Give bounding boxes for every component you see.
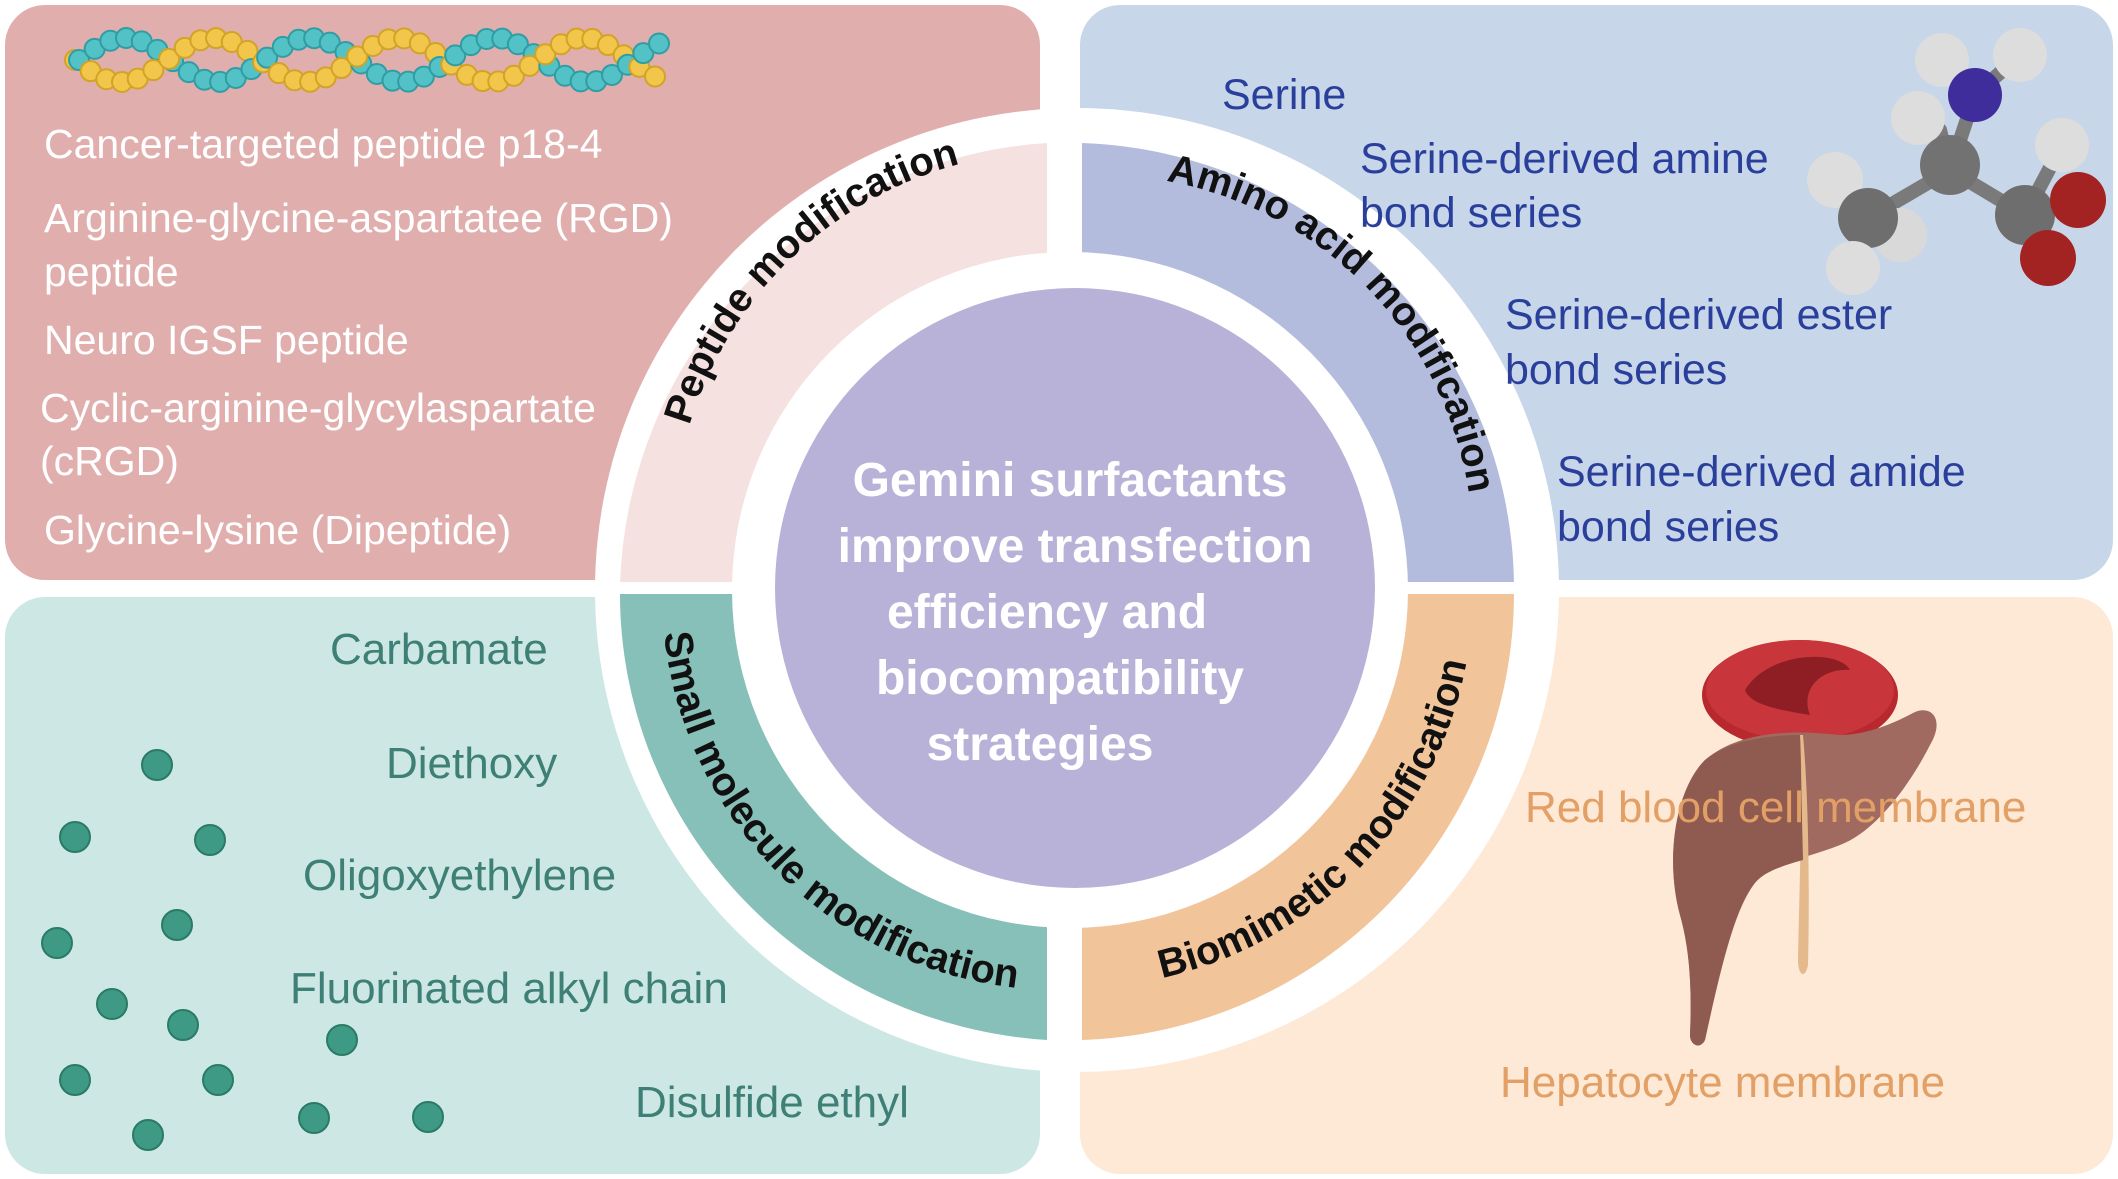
peptide-bead	[444, 44, 467, 67]
small-item-disulfide: Disulfide ethyl	[635, 1078, 909, 1127]
molecule-dot	[202, 1064, 234, 1096]
molecule-dot	[194, 824, 226, 856]
amino-item-serine: Serine	[1222, 71, 1347, 119]
molecule-dot	[167, 1009, 199, 1041]
molecule-dot	[141, 749, 173, 781]
peptide-item-4-cont: (cRGD)	[40, 438, 179, 484]
peptide-item-1: Cancer-targeted peptide p18-4	[44, 121, 603, 167]
center-circle	[775, 288, 1375, 888]
peptide-item-2: Arginine-glycine-aspartatee (RGD)	[44, 195, 673, 241]
small-molecule-dots-icon	[41, 749, 444, 1151]
molecule-dot	[412, 1101, 444, 1133]
bio-item-rbc: Red blood cell membrane	[1525, 783, 2027, 832]
molecule-dot	[132, 1119, 164, 1151]
peptide-bead	[408, 32, 431, 55]
molecule-dot	[161, 909, 193, 941]
peptide-bead	[502, 64, 525, 87]
peptide-bead	[412, 65, 435, 88]
peptide-bead	[648, 32, 670, 55]
peptide-bead	[256, 46, 279, 69]
center-line-5: strategies	[927, 718, 1154, 771]
amino-item-amine: Serine-derived amine	[1360, 135, 1769, 183]
center-line-2: improve transfection	[838, 520, 1313, 573]
molecule-dot	[96, 988, 128, 1020]
peptide-item-2-cont: peptide	[44, 249, 179, 295]
amino-item-ester: Serine-derived ester	[1505, 291, 1893, 339]
amino-item-amide-cont: bond series	[1557, 503, 1780, 551]
small-item-oligoxyethylene: Oligoxyethylene	[303, 851, 617, 900]
peptide-bead	[644, 65, 666, 88]
molecule-dot	[326, 1024, 358, 1056]
peptide-bead	[158, 47, 181, 70]
peptide-item-5: Glycine-lysine (Dipeptide)	[44, 507, 512, 553]
peptide-bead	[534, 43, 557, 66]
bio-item-hepatocyte: Hepatocyte membrane	[1500, 1058, 1946, 1107]
small-item-carbamate: Carbamate	[330, 625, 548, 674]
small-item-diethoxy: Diethoxy	[386, 739, 558, 788]
molecule-dot	[59, 821, 91, 853]
center-line-4: biocompatibility	[876, 652, 1244, 705]
peptide-bead	[632, 42, 655, 65]
peptide-bead	[600, 63, 623, 86]
peptide-item-3: Neuro IGSF peptide	[44, 317, 409, 363]
molecule-dot	[59, 1064, 91, 1096]
peptide-bead	[346, 45, 369, 68]
peptide-bead	[142, 59, 165, 82]
center-title: Gemini surfactants improve transfection …	[838, 454, 1313, 771]
molecule-dot	[41, 927, 73, 959]
liver-icon	[1673, 710, 1937, 1046]
amino-item-amine-cont: bond series	[1360, 189, 1583, 237]
small-item-fluorinated: Fluorinated alkyl chain	[290, 964, 728, 1013]
amino-item-amide: Serine-derived amide	[1557, 448, 1966, 496]
amino-item-ester-cont: bond series	[1505, 346, 1728, 394]
center-line-3: efficiency and	[887, 586, 1207, 639]
molecule-dot	[298, 1102, 330, 1134]
red-blood-cell-icon	[1702, 640, 1898, 750]
peptide-bead	[596, 34, 619, 57]
peptide-item-4: Cyclic-arginine-glycylaspartate	[40, 385, 596, 431]
peptide-bead	[506, 33, 529, 56]
center-line-1: Gemini surfactants	[853, 454, 1288, 507]
peptide-chain-icon	[64, 27, 670, 93]
serine-molecule-icon	[1807, 28, 2106, 295]
